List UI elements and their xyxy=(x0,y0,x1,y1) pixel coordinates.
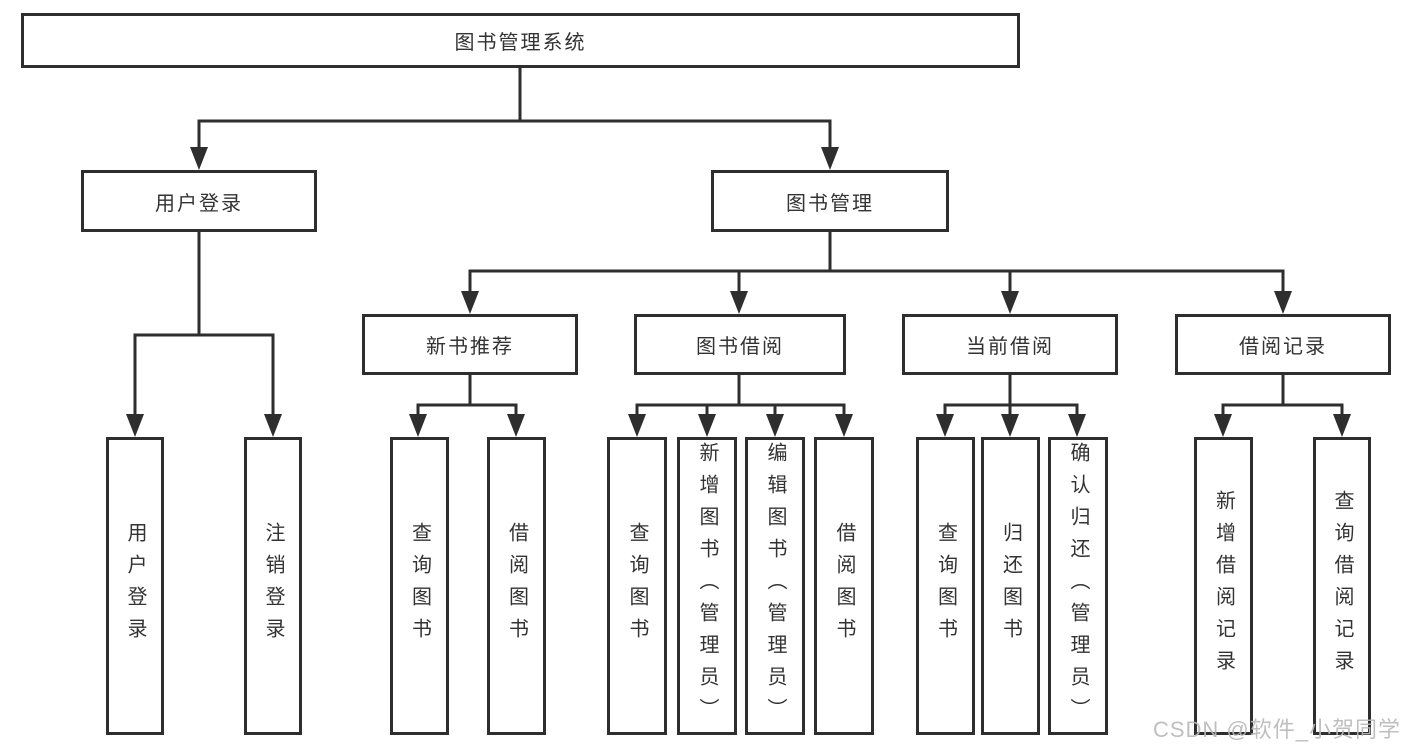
node-leaf-query-books-recommend-label: 查询图书 xyxy=(408,522,431,650)
node-leaf-return-books: 归还图书 xyxy=(981,437,1040,735)
node-book-borrow-label: 图书借阅 xyxy=(696,336,784,358)
node-leaf-confirm-return-admin: 确认归还（管理员） xyxy=(1048,437,1108,735)
node-leaf-edit-books-admin: 编辑图书（管理员） xyxy=(745,437,805,735)
node-leaf-borrow-books: 借阅图书 xyxy=(814,437,874,735)
node-book-management-label: 图书管理 xyxy=(786,192,874,215)
node-leaf-query-books-current-label: 查询图书 xyxy=(934,522,957,650)
node-leaf-query-books-current: 查询图书 xyxy=(916,437,975,735)
node-leaf-add-borrow-record: 新增借阅记录 xyxy=(1194,437,1253,735)
node-leaf-confirm-return-admin-label: 确认归还（管理员） xyxy=(1067,442,1089,730)
node-current-borrow-label: 当前借阅 xyxy=(966,336,1054,358)
node-new-book-recommend: 新书推荐 xyxy=(362,314,578,375)
node-leaf-add-borrow-record-label: 新增借阅记录 xyxy=(1212,490,1235,682)
node-library-system: 图书管理系统 xyxy=(21,13,1020,68)
csdn-watermark: CSDN @软件_小贺同学 xyxy=(1152,717,1401,742)
node-leaf-borrow-books-label: 借阅图书 xyxy=(833,522,855,650)
node-current-borrow: 当前借阅 xyxy=(902,314,1118,375)
node-leaf-edit-books-admin-label: 编辑图书（管理员） xyxy=(764,442,786,730)
node-borrow-records-label: 借阅记录 xyxy=(1239,336,1327,358)
node-leaf-logout: 注销登录 xyxy=(244,437,302,735)
node-borrow-records: 借阅记录 xyxy=(1175,314,1391,375)
node-book-management: 图书管理 xyxy=(711,170,949,232)
node-leaf-query-books-recommend: 查询图书 xyxy=(390,437,449,735)
node-library-system-label: 图书管理系统 xyxy=(454,32,587,54)
node-leaf-logout-label: 注销登录 xyxy=(262,522,284,650)
node-leaf-user-login-label: 用户登录 xyxy=(124,522,146,650)
node-book-borrow: 图书借阅 xyxy=(634,314,846,375)
node-leaf-borrow-books-recommend: 借阅图书 xyxy=(487,437,546,735)
node-leaf-query-borrow-record-label: 查询借阅记录 xyxy=(1331,490,1353,682)
node-leaf-borrow-books-recommend-label: 借阅图书 xyxy=(505,522,528,650)
node-leaf-user-login: 用户登录 xyxy=(106,437,164,735)
node-user-login: 用户登录 xyxy=(81,170,317,232)
node-user-login-label: 用户登录 xyxy=(155,192,243,215)
node-leaf-query-borrow-record: 查询借阅记录 xyxy=(1313,437,1371,735)
node-leaf-add-books-admin: 新增图书（管理员） xyxy=(677,437,737,735)
node-leaf-query-books-borrow: 查询图书 xyxy=(607,437,667,735)
node-leaf-return-books-label: 归还图书 xyxy=(999,522,1022,650)
node-new-book-recommend-label: 新书推荐 xyxy=(426,336,514,358)
node-leaf-query-books-borrow-label: 查询图书 xyxy=(626,522,648,650)
node-leaf-add-books-admin-label: 新增图书（管理员） xyxy=(696,442,718,730)
